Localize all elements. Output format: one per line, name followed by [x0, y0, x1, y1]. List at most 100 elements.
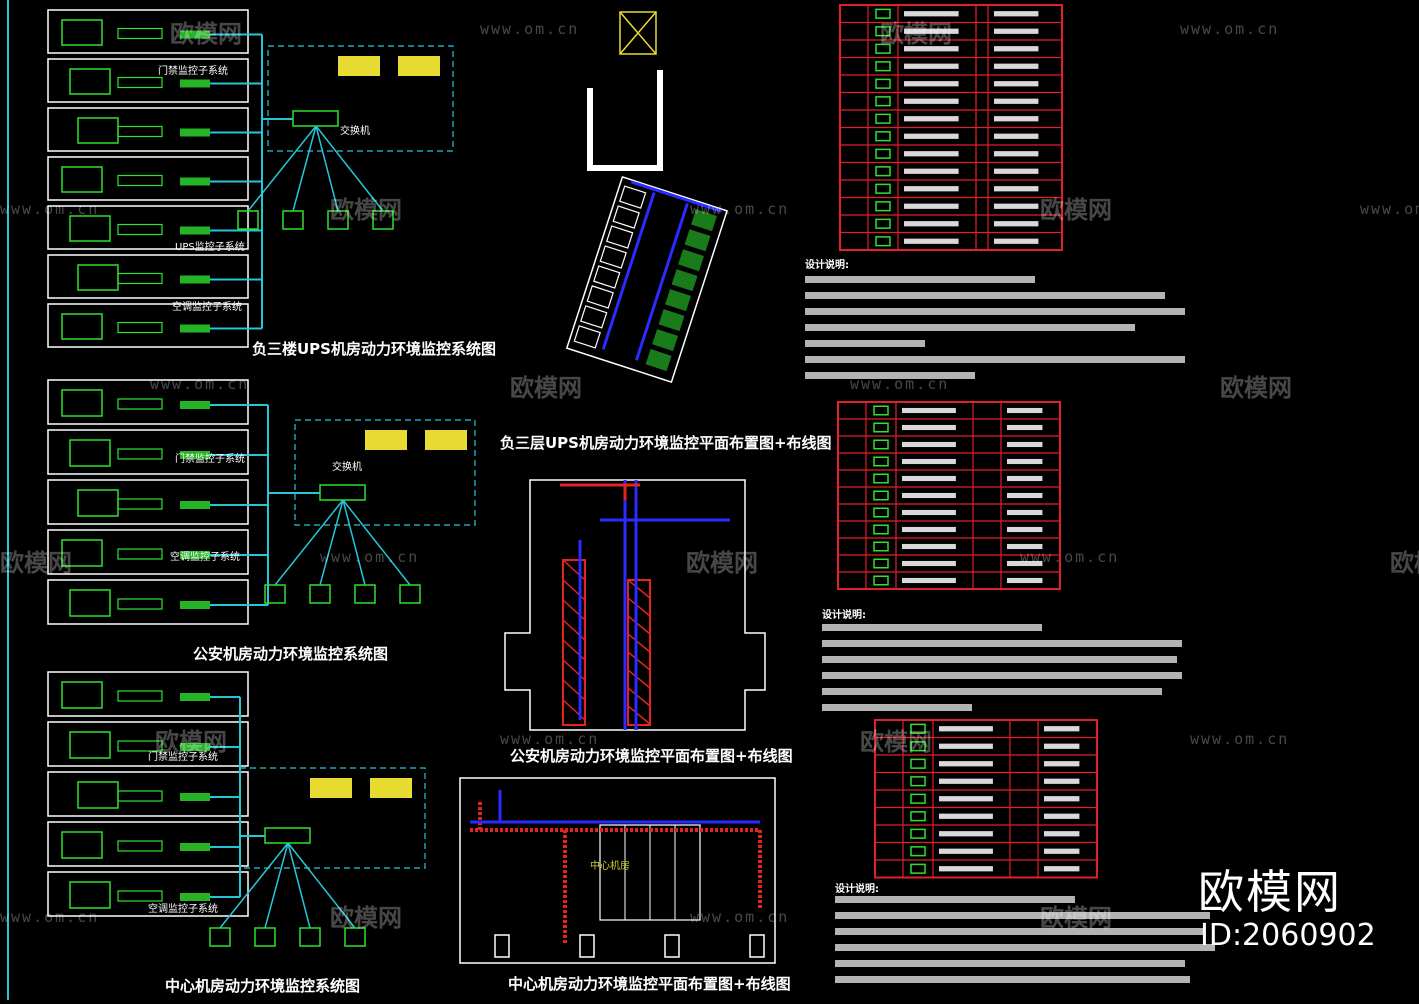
- center-plan-tray: [470, 800, 762, 945]
- table-1-legend-symbol: [875, 148, 891, 159]
- table-1-legend-note: [994, 81, 1039, 87]
- notes-3-line: [835, 944, 1215, 951]
- police-field-device: [309, 584, 331, 604]
- table-3-legend-text: [939, 796, 993, 802]
- ups-module: [117, 174, 163, 187]
- notes-1-line: [805, 308, 1185, 315]
- notes-3-line: [835, 928, 1205, 935]
- plan-symbol-diag2: [619, 11, 657, 55]
- center-controller: [180, 793, 210, 801]
- ups-plan-rack-right: [645, 349, 672, 372]
- ups-field-device: [327, 210, 349, 230]
- police-plan-wall: [504, 479, 766, 731]
- police-plan-tray: [560, 483, 640, 500]
- table-2-legend-text: [902, 424, 956, 431]
- police-module: [117, 598, 163, 610]
- ups-plan-rack-left: [593, 265, 621, 289]
- watermark-url-13: www.om.cn: [690, 908, 790, 926]
- center-field-device: [299, 927, 321, 947]
- table-1-legend-note: [994, 116, 1039, 122]
- watermark-url-8: www.om.cn: [320, 548, 420, 566]
- notes-heading-2: 设计说明:: [822, 610, 866, 621]
- table-1-legend-note: [994, 98, 1039, 104]
- ups-plan-room: [565, 175, 728, 384]
- table-2-legend-text: [902, 560, 956, 567]
- table-3-legend-note: [1044, 743, 1080, 749]
- table-1-legend-note: [994, 186, 1039, 192]
- ups-plan-route: [601, 180, 723, 361]
- label-aircon-police: 空调监控子系统: [170, 552, 240, 563]
- notes-3-line: [835, 912, 1210, 919]
- table-3-legend-note: [1044, 866, 1080, 872]
- notes-2-line: [822, 640, 1182, 647]
- center-field-device: [209, 927, 231, 947]
- police-module: [117, 548, 163, 560]
- table-1-legend-text: [904, 238, 959, 244]
- ups-system-title: 负三楼UPS机房动力环境监控系统图: [252, 340, 496, 358]
- table-1-legend-text: [904, 11, 959, 17]
- ups-plan-rack-left: [612, 205, 640, 229]
- table-2-legend-text: [902, 509, 956, 516]
- ups-module: [117, 223, 163, 236]
- ups-controller: [180, 324, 210, 333]
- police-rack-cross: [562, 619, 586, 641]
- police-module: [117, 498, 163, 510]
- police-row-frame: [47, 529, 249, 575]
- police-field-device: [399, 584, 421, 604]
- ups-row-frame: [47, 58, 249, 103]
- ups-field-device: [372, 210, 394, 230]
- system-diagrams-left: [7, 0, 476, 1000]
- notes-1-line: [805, 340, 925, 347]
- police-module: [117, 398, 163, 410]
- ups-module: [117, 321, 163, 334]
- ups-server-2: [398, 56, 440, 76]
- police-row-frame: [47, 429, 249, 475]
- center-drop-wire: [287, 842, 311, 929]
- watermark-brand-5: 欧模网: [510, 374, 582, 402]
- watermark-url-6: www.om.cn: [150, 375, 250, 393]
- ups-plan-rack-left: [580, 305, 608, 329]
- ups-plan-rack-right: [684, 229, 711, 252]
- floor-plans: [459, 11, 776, 964]
- table-2-legend-text: [902, 475, 956, 482]
- police-drop-wire: [342, 499, 366, 586]
- table-1-legend-symbol: [875, 113, 891, 124]
- watermark-url-5: www.om.cn: [0, 200, 100, 218]
- center-module: [117, 790, 163, 802]
- police-device-box: [77, 489, 119, 517]
- police-rack-cross: [562, 639, 586, 661]
- police-field-device: [354, 584, 376, 604]
- police-drop-wire: [319, 499, 344, 586]
- table-2-legend-text: [902, 526, 956, 533]
- center-server-2: [370, 778, 412, 798]
- table-1-legend-symbol: [875, 218, 891, 229]
- police-row-frame: [47, 479, 249, 525]
- table-2-legend-text: [902, 407, 956, 414]
- table-1-legend-text: [904, 168, 959, 174]
- police-drop-wire: [274, 499, 344, 586]
- table-1-legend-note: [994, 11, 1039, 17]
- table-3-legend-symbol: [910, 758, 926, 769]
- table-3-legend-note: [1044, 796, 1080, 802]
- table-2-legend-symbol: [873, 405, 889, 416]
- ups-drop-wire: [247, 125, 317, 212]
- watermark-brand-6: 欧模网: [1220, 374, 1292, 402]
- label-access-police: 门禁监控子系统: [175, 454, 245, 465]
- table-2-legend-text: [902, 458, 956, 465]
- center-plan-column: [494, 934, 510, 958]
- plan-symbol-box: [619, 11, 657, 55]
- ups-controller: [180, 275, 210, 284]
- police-controller: [180, 551, 210, 559]
- ups-plan-rack-right: [691, 209, 717, 232]
- police-rack-cross: [562, 579, 586, 601]
- table-3-legend-text: [939, 866, 993, 872]
- police-plan-route: [578, 480, 730, 730]
- table-1-legend-text: [904, 221, 959, 227]
- ups-field-device: [282, 210, 304, 230]
- ups-device-box: [61, 19, 103, 46]
- table-1-legend-symbol: [875, 78, 891, 89]
- label-aircon-ups: 空调监控子系统: [172, 302, 242, 313]
- center-row-frame: [47, 721, 249, 767]
